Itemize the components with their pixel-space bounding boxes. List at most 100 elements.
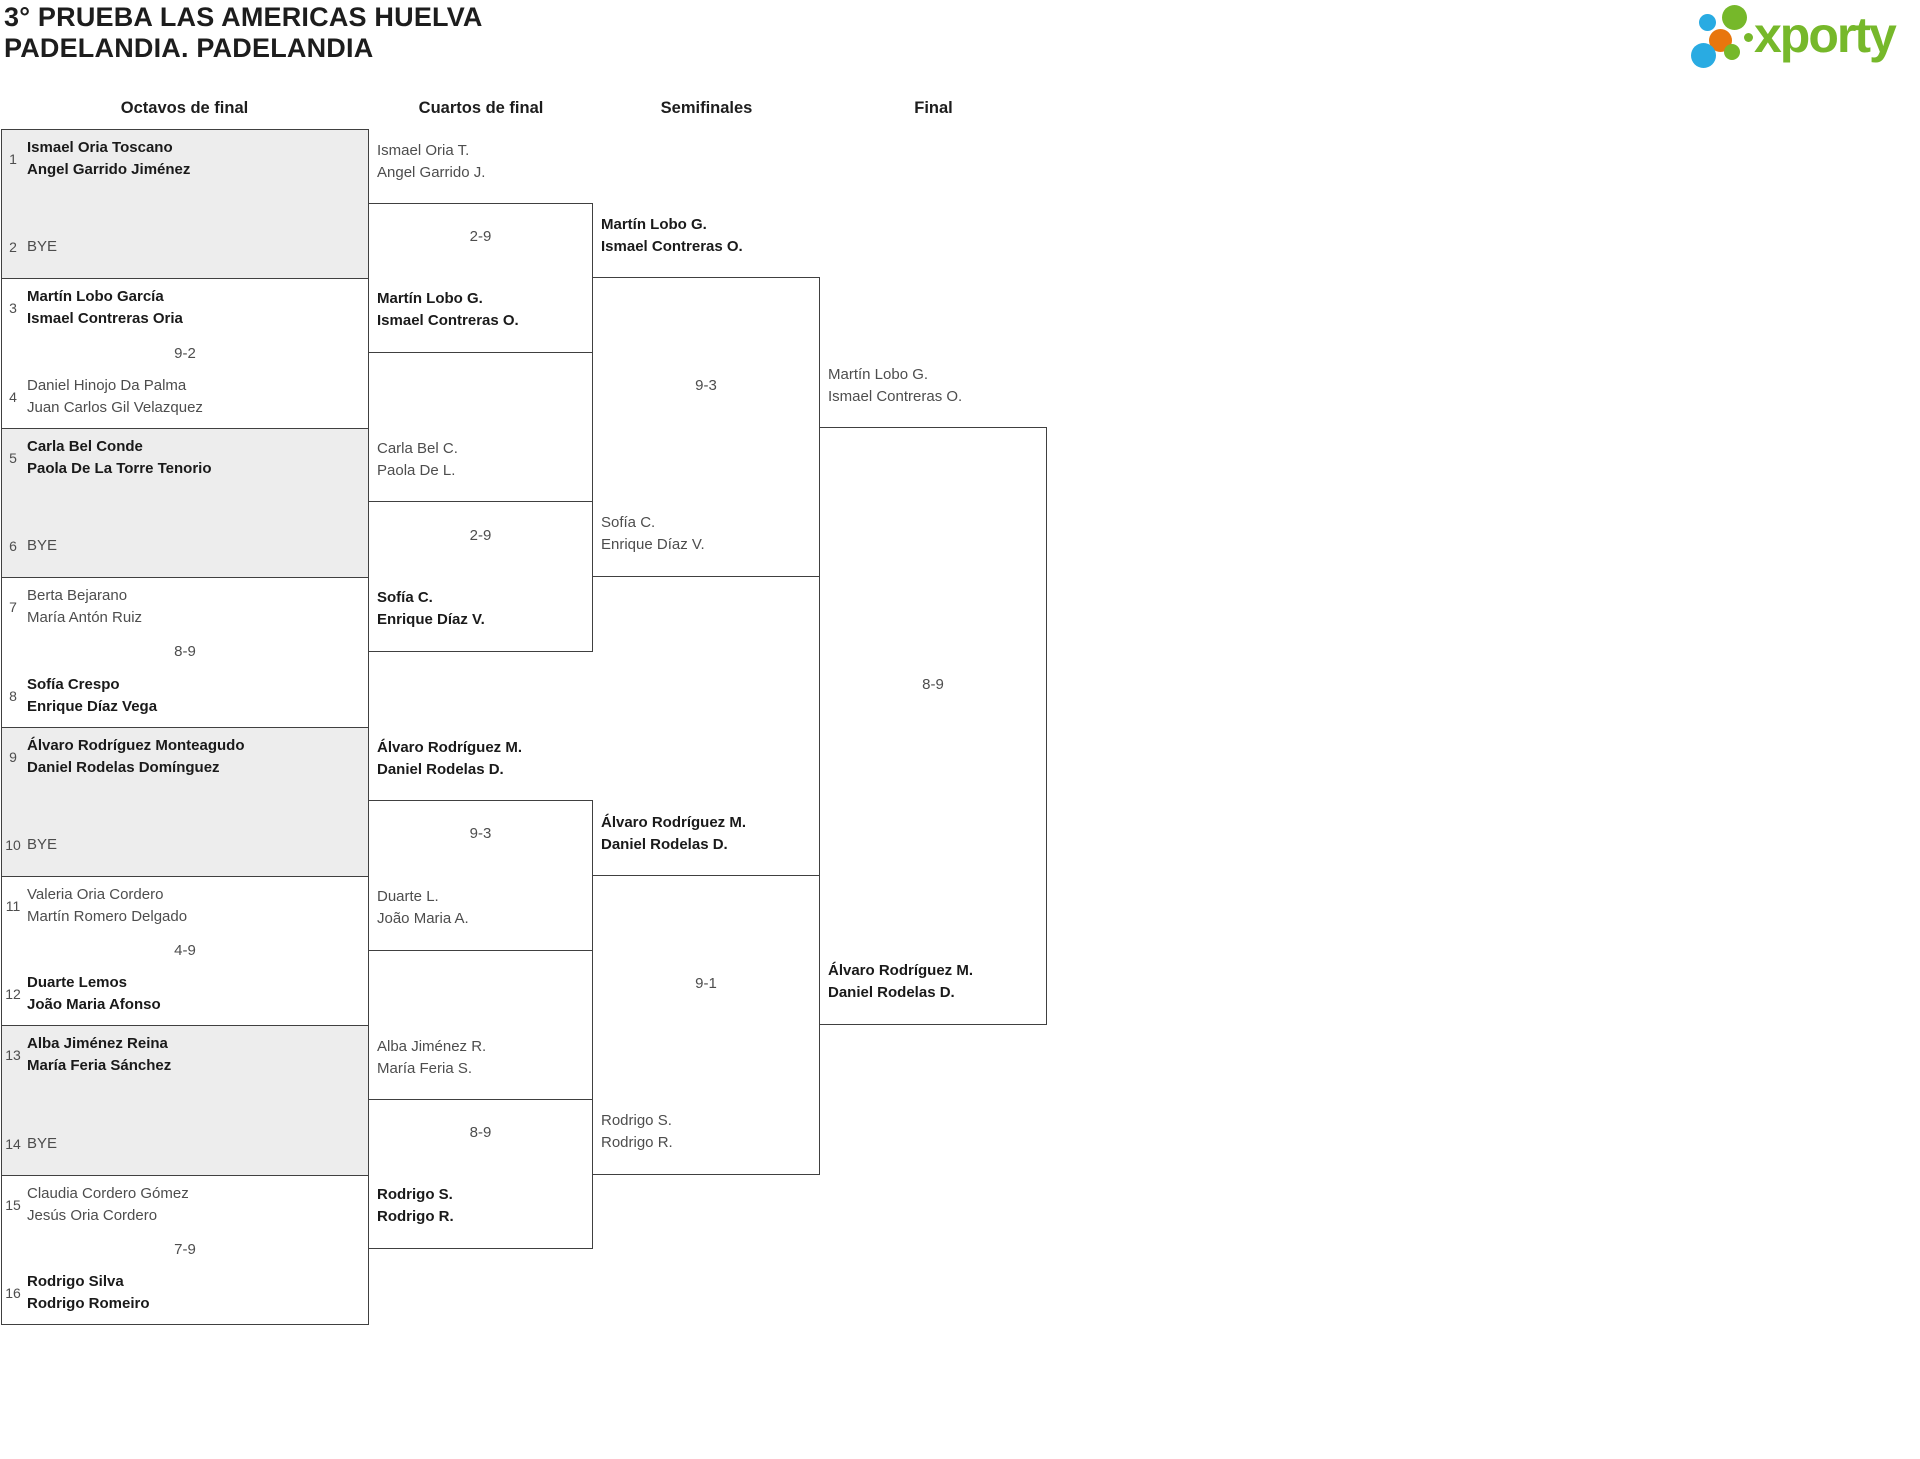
- page-title-line1: 3° PRUEBA LAS AMERICAS HUELVA: [4, 2, 483, 32]
- logo-wordmark: xporty: [1754, 7, 1897, 63]
- player-name: BYE: [27, 835, 58, 853]
- player-name: Sofía C.: [377, 588, 433, 606]
- player-name: Daniel Rodelas D.: [601, 835, 728, 853]
- match-sf-2: Álvaro Rodríguez M.Daniel Rodelas D. 9-1…: [592, 814, 820, 1175]
- seed-number: 1: [9, 151, 17, 167]
- seed-number: 13: [5, 1047, 21, 1064]
- seed-number: 16: [5, 1285, 21, 1302]
- player-name: Valeria Oria Cordero: [27, 885, 164, 903]
- player-name: Rodrigo S.: [601, 1111, 672, 1129]
- match-score: 9-3: [469, 825, 492, 843]
- player-name: Carla Bel C.: [377, 440, 458, 458]
- team-slot: Sofía C. Enrique Díaz V.: [369, 587, 592, 631]
- team-slot: 10 BYE: [2, 823, 368, 867]
- match-qf-4: Alba Jiménez R.María Feria S. 8-9 Rodrig…: [368, 1038, 593, 1250]
- player-name: Ismael Oria T.: [377, 141, 470, 159]
- team-slot: Álvaro Rodríguez M.Daniel Rodelas D.: [369, 737, 592, 781]
- player-name: Álvaro Rodríguez M.: [601, 813, 747, 831]
- team-slot: Martín Lobo G.Ismael Contreras O.: [369, 288, 592, 332]
- player-name: María Feria Sánchez: [27, 1057, 172, 1075]
- player-name: Sofía Crespo: [27, 675, 120, 693]
- player-name: María Antón Ruiz: [27, 609, 143, 627]
- player-name: Claudia Cordero Gómez: [27, 1184, 189, 1202]
- player-name: Duarte Lemos: [27, 974, 128, 992]
- player-name: María Feria S.: [377, 1059, 473, 1077]
- column-header-octavos: Octavos de final: [120, 99, 249, 117]
- team-slot: Rodrigo S.Rodrigo R.: [593, 1110, 819, 1154]
- team-slot: Sofía C.Enrique Díaz V.: [593, 512, 819, 556]
- team-slot: Martín Lobo G.Ismael Contreras O.: [593, 214, 819, 258]
- player-name: Angel Garrido J.: [377, 163, 486, 181]
- player-name: Rodrigo Silva: [27, 1273, 124, 1291]
- match-sf-1: Martín Lobo G.Ismael Contreras O. 9-3 So…: [592, 216, 820, 578]
- player-name: Rodrigo R.: [377, 1208, 454, 1226]
- player-name: Enrique Díaz V.: [377, 610, 485, 628]
- player-name: Martín Lobo García: [27, 288, 164, 306]
- seed-number: 11: [5, 897, 21, 914]
- match-score: 9-2: [174, 344, 196, 362]
- player-name: Angel Garrido Jiménez: [27, 161, 191, 178]
- player-name: BYE: [27, 238, 58, 256]
- match-final: Martín Lobo G.Ismael Contreras O. 8-9 Ál…: [819, 366, 1047, 1026]
- column-header-final: Final: [914, 99, 953, 117]
- team-slot: 2 BYE: [2, 225, 368, 269]
- match-score: 2-9: [469, 227, 492, 245]
- player-name: Álvaro Rodríguez Monteagudo: [27, 736, 245, 754]
- player-name: BYE: [27, 537, 58, 555]
- match-qf-1: Ismael Oria T. Angel Garrido J. 2-9 Martí…: [368, 142, 593, 354]
- player-name: Ismael Contreras O.: [601, 238, 743, 256]
- logo-dot-icon: [1744, 33, 1753, 42]
- seed-number: 8: [9, 687, 17, 704]
- player-name: Duarte L.: [377, 887, 439, 905]
- logo-dot-icon: [1724, 44, 1740, 60]
- column-header-cuartos: Cuartos de final: [418, 99, 544, 117]
- match-score: 8-9: [174, 643, 196, 661]
- player-name: João Maria Afonso: [27, 996, 161, 1014]
- player-name: Enrique Díaz V.: [601, 536, 705, 554]
- xporty-logo[interactable]: xporty: [1690, 3, 1920, 73]
- seed-number: 12: [5, 986, 21, 1003]
- player-name: Jesús Oria Cordero: [27, 1206, 158, 1224]
- player-name: Álvaro Rodríguez M.: [377, 739, 523, 757]
- page-title: 3° PRUEBA LAS AMERICAS HUELVA PADELANDIA…: [4, 2, 483, 64]
- team-slot: Duarte L.João Maria A.: [369, 886, 592, 930]
- logo-dot-icon: [1699, 14, 1716, 31]
- player-name: Rodrigo Romeiro: [27, 1295, 150, 1313]
- match-qf-2: Carla Bel C.Paola De L. 2-9 Sofía C.Enri…: [368, 440, 593, 652]
- player-name: Rodrigo S.: [377, 1186, 453, 1204]
- player-name: Enrique Díaz Vega: [27, 697, 158, 715]
- team-slot: Álvaro Rodríguez M.Daniel Rodelas D.: [820, 960, 1046, 1004]
- player-name: Álvaro Rodríguez M.: [828, 962, 974, 980]
- seed-number: 3: [9, 300, 17, 317]
- seed-number: 2: [9, 239, 17, 256]
- player-name: Juan Carlos Gil Velazquez: [27, 398, 203, 416]
- seed-number: 5: [9, 449, 17, 466]
- team-slot: Carla Bel C. Paola De L.: [369, 438, 592, 482]
- player-name: Daniel Rodelas Domínguez: [27, 758, 220, 776]
- column-header-semifinales: Semifinales: [660, 99, 753, 117]
- player-name: BYE: [27, 1134, 58, 1152]
- player-name: Alba Jiménez R.: [377, 1037, 487, 1055]
- player-name: Paola De L.: [377, 462, 456, 480]
- team-slot: 14 BYE: [2, 1122, 368, 1166]
- player-name: Martín Lobo G.: [828, 365, 929, 383]
- seed-number: 6: [9, 538, 17, 555]
- match-score: 4-9: [174, 942, 196, 960]
- player-name: Ismael Oria Toscano: [27, 139, 173, 156]
- seed-number: 15: [5, 1196, 21, 1213]
- player-name: Ismael Contreras O.: [828, 387, 963, 405]
